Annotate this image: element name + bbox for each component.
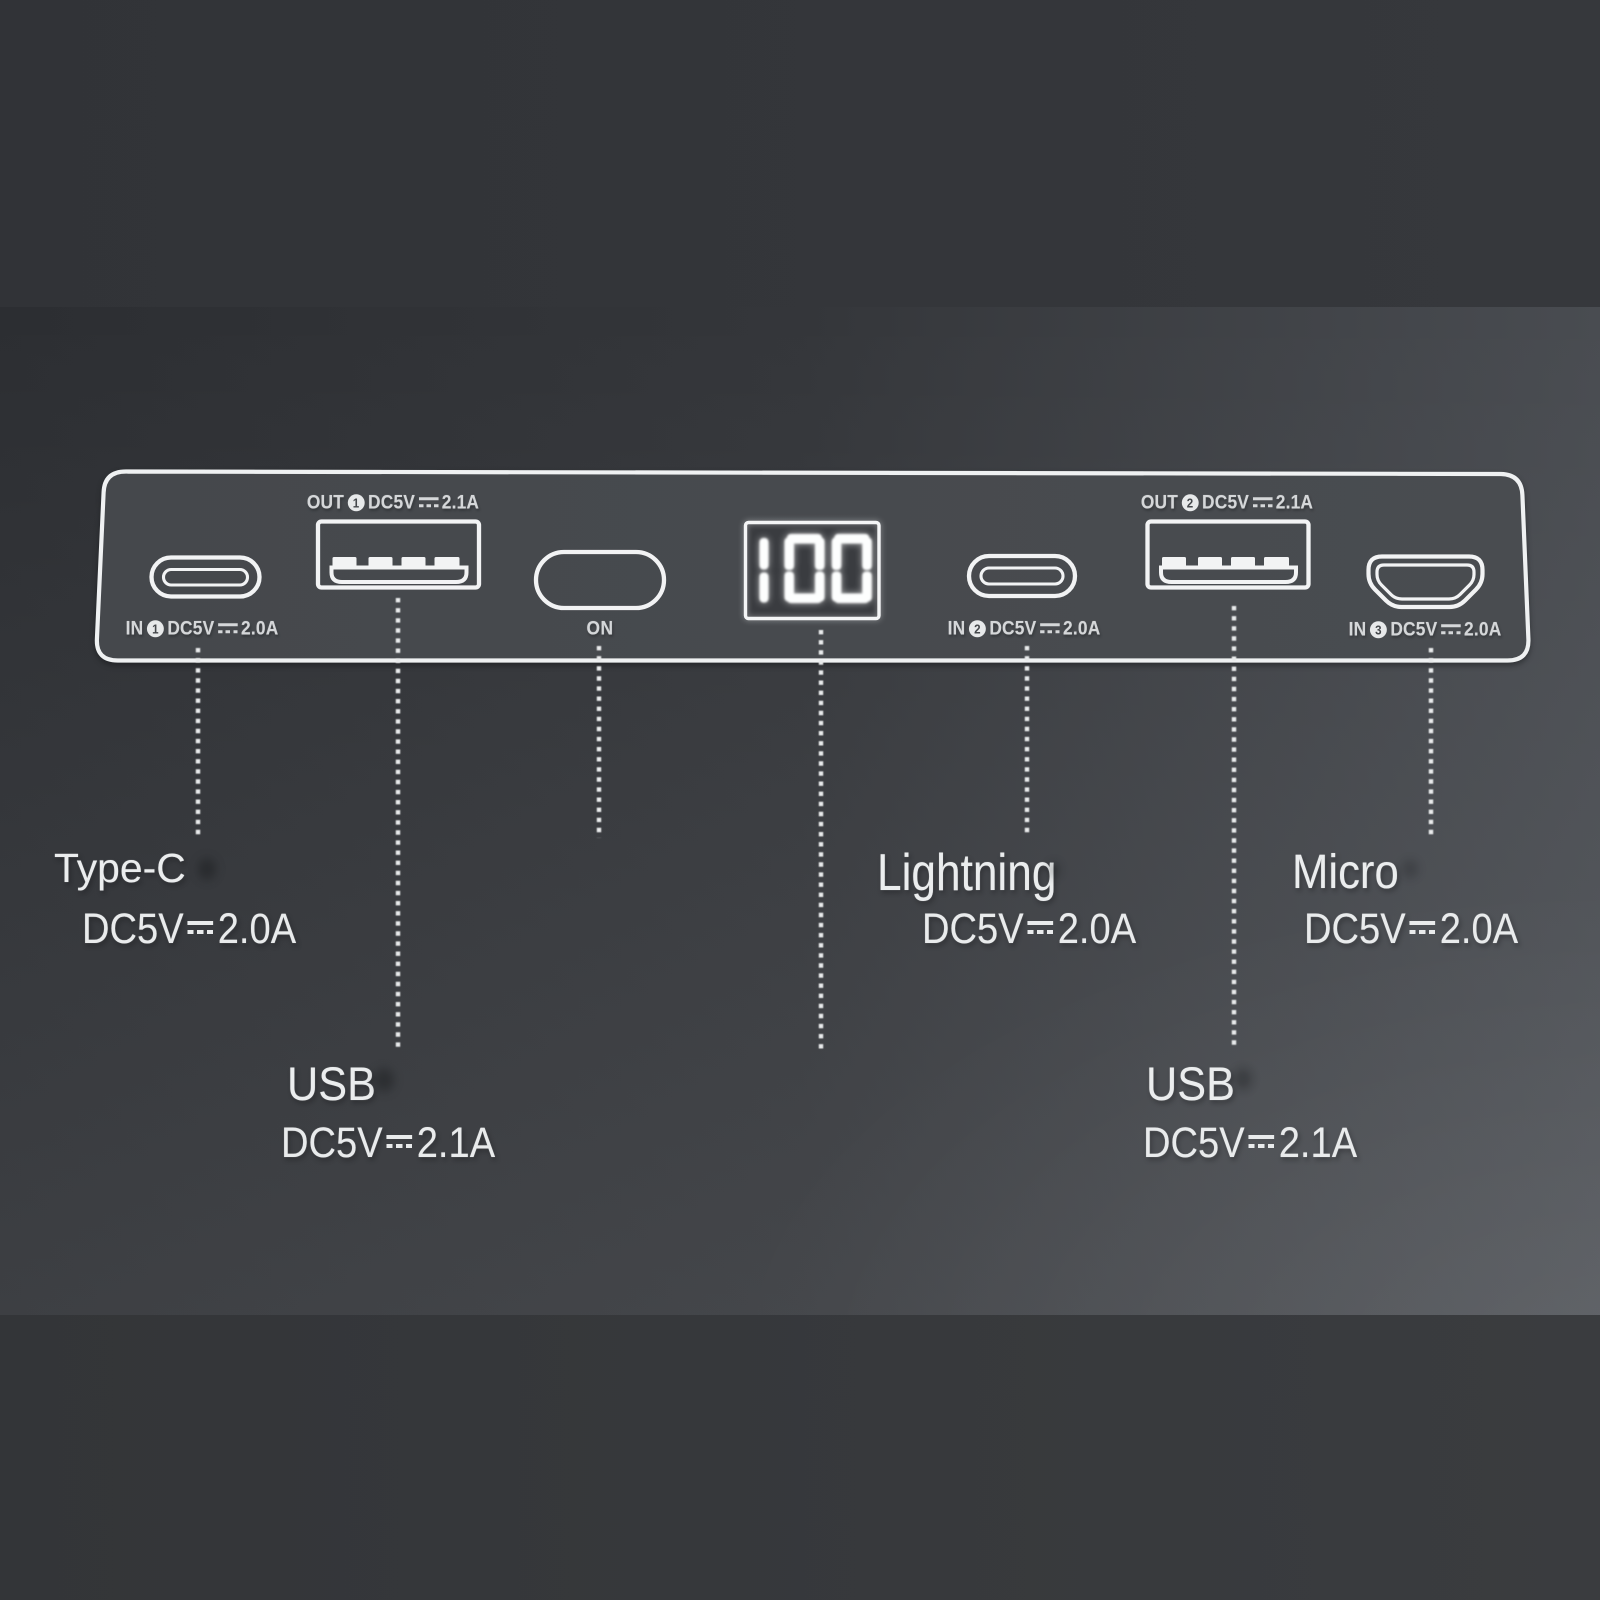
io-text: OUT: [306, 491, 345, 514]
dc-symbol-icon: [1039, 623, 1060, 634]
volts-text: DC5V: [281, 1119, 383, 1167]
volts-text: DC5V: [989, 617, 1037, 640]
amps-text: 2.1A: [1275, 491, 1314, 514]
smudge-artifact: [1046, 860, 1062, 880]
amps-text: 2.1A: [1278, 1119, 1358, 1167]
amps-text: 2.1A: [416, 1119, 496, 1167]
usb-a-port-2-icon: [1145, 519, 1311, 590]
callout-dotted-lines: [195, 598, 1434, 1052]
circled-number-2-icon: 2: [1181, 494, 1199, 512]
volts-text: DC5V: [167, 617, 215, 640]
smudge-artifact: [1232, 1066, 1254, 1092]
smudge-artifact: [372, 1066, 396, 1094]
volts-text: DC5V: [368, 491, 416, 514]
micro-usb-port-icon: [1366, 554, 1485, 610]
usb-a-port-1-icon: [315, 519, 482, 590]
circled-number-3-icon: 3: [1369, 621, 1387, 639]
dc-symbol-icon: [187, 920, 214, 935]
battery-display: [743, 520, 882, 621]
dc-symbol-icon: [1409, 920, 1436, 935]
circled-number-1-icon: 1: [146, 620, 164, 638]
dc-symbol-icon: [1440, 624, 1461, 635]
callout-title-lightning: Lightning: [877, 844, 1057, 902]
volts-text: DC5V: [1202, 491, 1250, 514]
volts-text: DC5V: [82, 905, 184, 953]
amps-text: 2.0A: [1464, 618, 1502, 641]
dc-symbol-icon: [1252, 497, 1273, 508]
dc-symbol-icon: [1027, 920, 1054, 935]
io-text: IN: [1348, 618, 1367, 641]
dc-symbol-icon: [418, 497, 439, 508]
background-wall-top: [0, 0, 1600, 307]
dc-symbol-icon: [386, 1134, 413, 1149]
amps-text: 2.0A: [1439, 905, 1519, 953]
circled-number-2-icon: 2: [968, 620, 986, 638]
power-button-label: ON: [586, 617, 614, 640]
io-text: IN: [125, 617, 144, 640]
amps-text: 2.0A: [1063, 617, 1101, 640]
smudge-artifact: [1400, 858, 1420, 880]
callout-title-type-c: Type-C: [54, 845, 186, 891]
callout-title-usb-2: USB: [1146, 1057, 1235, 1110]
amps-text: 2.0A: [241, 617, 279, 640]
callout-spec-type-c: DC5V 2.0A: [82, 908, 296, 951]
io-text: IN: [947, 617, 966, 640]
callout-spec-usb-1: DC5V 2.1A: [281, 1122, 495, 1165]
volts-text: DC5V: [1143, 1119, 1245, 1167]
callout-title-micro: Micro: [1292, 846, 1399, 899]
volts-text: DC5V: [1304, 905, 1406, 953]
callout-spec-lightning: DC5V 2.0A: [922, 908, 1136, 951]
smudge-artifact: [196, 856, 218, 882]
lightning-port-icon: [966, 553, 1078, 599]
amps-text: 2.1A: [441, 491, 480, 514]
volts-text: DC5V: [922, 905, 1024, 953]
callout-spec-usb-2: DC5V 2.1A: [1143, 1122, 1357, 1165]
callout-title-usb-1: USB: [287, 1057, 376, 1110]
power-button-icon: [533, 549, 667, 611]
dc-symbol-icon: [1248, 1134, 1275, 1149]
background-floor: [0, 1315, 1600, 1600]
io-text: OUT: [1140, 491, 1179, 514]
battery-percentage-digits: [759, 534, 872, 603]
callout-spec-micro: DC5V 2.0A: [1304, 908, 1518, 951]
circled-number-1-icon: 1: [347, 494, 365, 512]
amps-text: 2.0A: [1057, 905, 1137, 953]
volts-text: DC5V: [1390, 618, 1438, 641]
amps-text: 2.0A: [217, 905, 297, 953]
dc-symbol-icon: [217, 623, 238, 634]
usb-c-port-1-icon: [149, 555, 262, 599]
